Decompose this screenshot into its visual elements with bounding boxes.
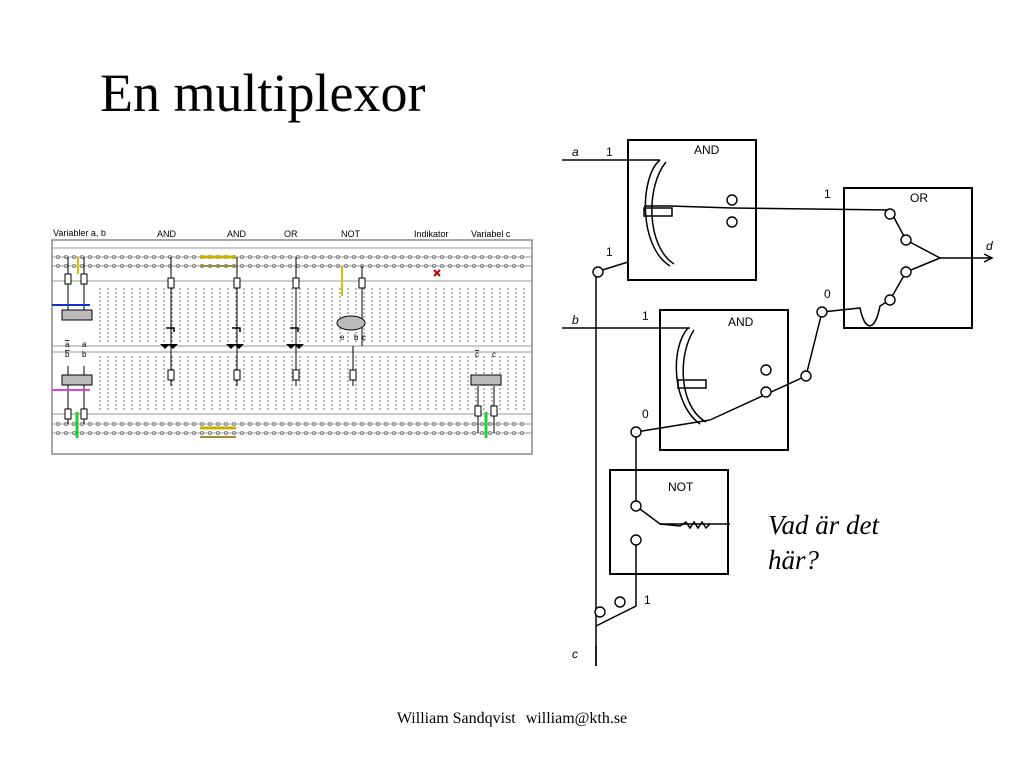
pin-cbar: c [475, 350, 479, 359]
or-label: OR [910, 191, 928, 205]
contact-a-in: 1 [606, 145, 613, 159]
footer-email[interactable]: william@kth.se [525, 710, 628, 727]
pin-b: b [82, 350, 87, 359]
and-bottom-box [659, 309, 789, 451]
question-text: Vad är det här? [768, 508, 879, 578]
footer-name: William Sandqvist [396, 710, 516, 727]
label-variabler-ab: Variabler a, b [53, 228, 106, 238]
breadboard-diagram: Variabler a, b AND AND OR NOT Indikator … [51, 228, 533, 455]
label-and-1: AND [157, 229, 177, 239]
label-not: NOT [341, 229, 361, 239]
slide-title: En multiplexor [100, 63, 426, 123]
pin-e: e [340, 333, 345, 342]
label-variabel-c: Variabel c [471, 229, 511, 239]
question-line-2: här? [768, 545, 820, 576]
signal-d: d [986, 239, 993, 253]
contact-and-top-out: 1 [824, 187, 831, 201]
contact-and-top-left: 1 [606, 245, 613, 259]
signal-c: c [572, 647, 578, 661]
and-top-label: AND [694, 143, 720, 157]
and-top-box [627, 139, 757, 281]
pin-b-not: b [354, 333, 359, 342]
label-or: OR [284, 229, 298, 239]
contact-or-in-low: 0 [824, 287, 831, 301]
footer: William Sandqvist william@kth.se [0, 710, 1024, 728]
contact-b-in: 1 [642, 309, 649, 323]
label-and-2: AND [227, 229, 247, 239]
question-line-1: Vad är det [768, 510, 879, 540]
contact-and-bottom-left: 0 [642, 407, 649, 421]
not-label: NOT [668, 480, 694, 494]
and-bottom-label: AND [728, 315, 754, 329]
pin-bbar: b [65, 350, 70, 359]
pin-abar: a [65, 340, 70, 349]
pin-c-not: c [362, 333, 366, 342]
label-indikator: Indikator [414, 229, 449, 239]
contact-not-out: 1 [644, 593, 651, 607]
pin-c: c [492, 350, 496, 359]
not-box [609, 469, 729, 575]
relay-multiplexer-diagram: AND OR AND NOT a b c d 1 1 1 0 1 0 1 [562, 139, 994, 666]
signal-b: b [572, 313, 579, 327]
pin-a: a [82, 340, 87, 349]
signal-a: a [572, 145, 579, 159]
